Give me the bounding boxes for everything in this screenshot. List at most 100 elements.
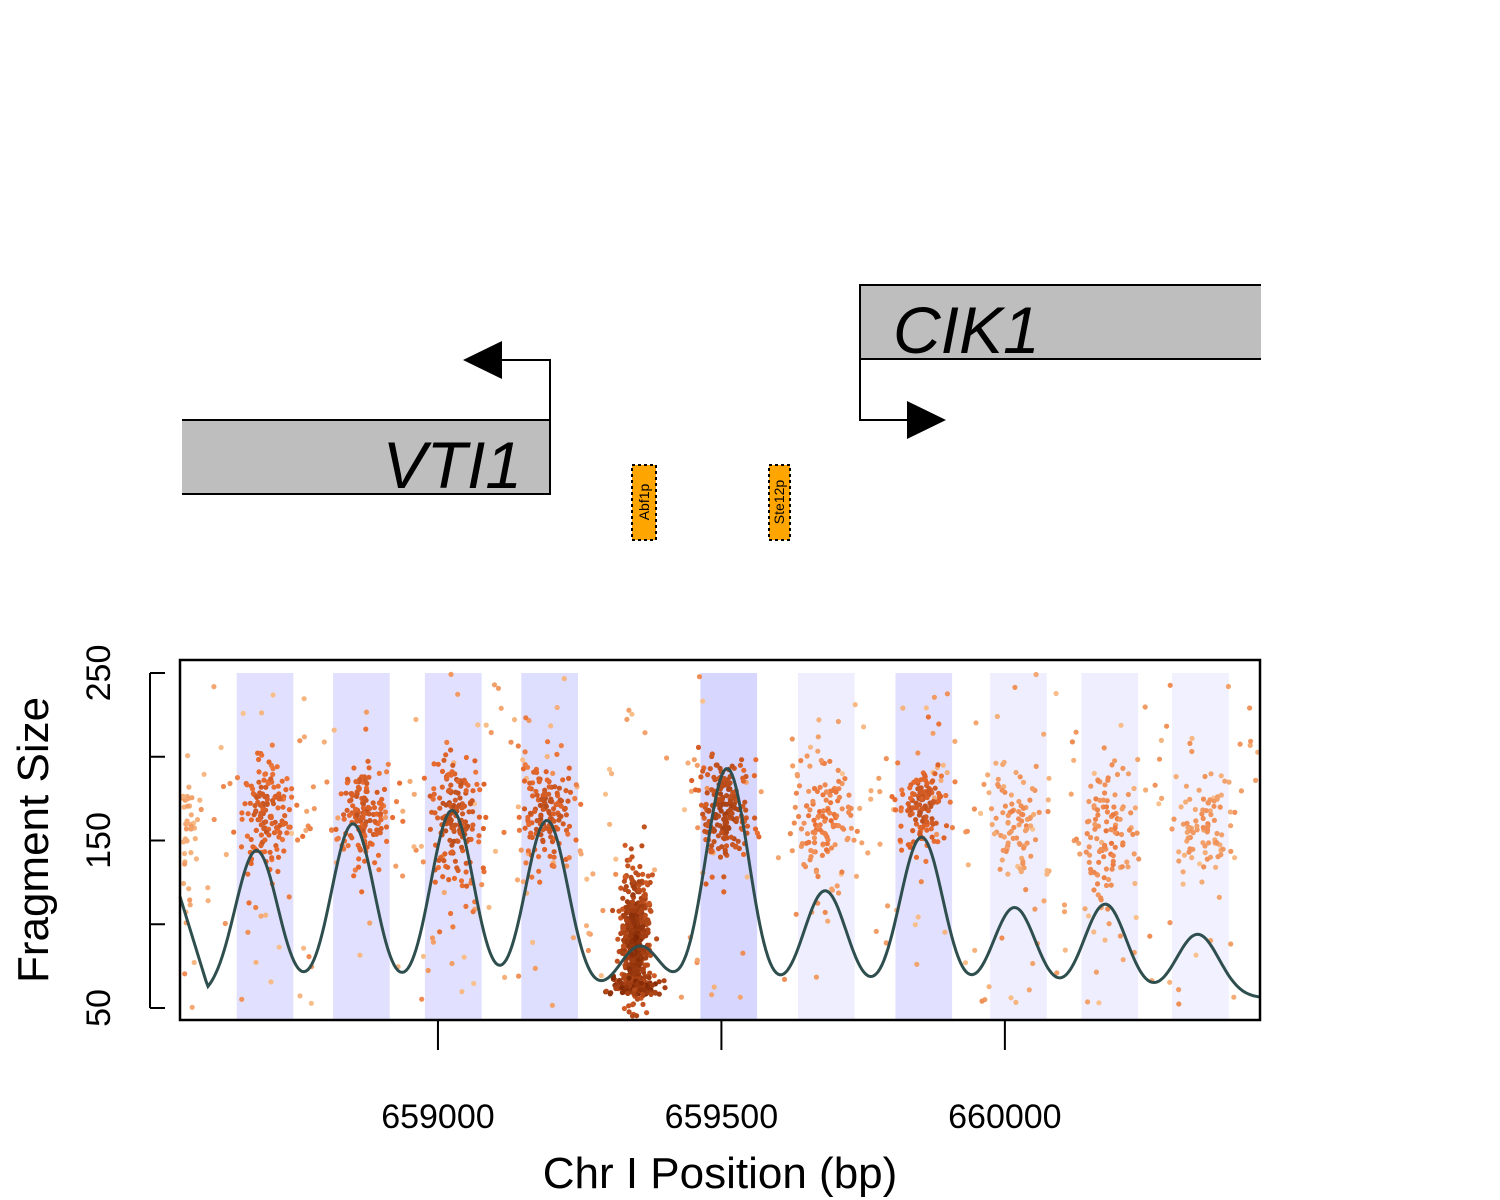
data-point-77 [900,705,906,711]
data-point-152 [185,753,191,759]
data-point-1959 [1001,759,1007,765]
data-point-2221 [642,974,648,980]
data-point-525 [300,833,306,840]
data-point-1885 [925,808,932,814]
data-point-95 [868,796,874,802]
data-point-1749 [817,784,823,790]
data-point-966 [516,827,523,833]
data-point-2 [1253,777,1259,784]
data-point-1292 [630,892,636,898]
data-point-643 [353,779,359,785]
data-point-339 [186,784,192,790]
data-point-287 [486,904,492,911]
data-point-818 [467,801,474,807]
data-point-1640 [718,808,724,814]
data-point-462 [279,778,285,784]
data-point-456 [268,815,274,821]
data-point-170 [1232,809,1238,816]
data-point-2151 [1205,800,1211,806]
data-point-1922 [900,791,906,798]
data-point-112 [678,994,685,1000]
data-point-2081 [1076,840,1082,846]
data-point-481 [265,780,271,787]
data-point-1547 [701,815,707,821]
data-point-1622 [715,833,722,839]
data-point-187 [357,952,363,958]
data-point-403 [261,777,267,783]
data-point-334 [188,812,194,818]
data-point-309 [1044,867,1050,874]
data-point-1854 [895,760,901,766]
data-point-921 [566,775,572,782]
data-point-644 [385,761,391,767]
data-point-1977 [1027,797,1033,803]
data-point-1746 [828,818,834,824]
data-point-1628 [698,774,704,780]
data-point-1648 [731,801,738,807]
data-point-2188 [1199,879,1205,885]
data-point-1297 [636,887,642,893]
data-point-1779 [787,831,794,837]
data-point-353 [186,795,192,801]
data-point-700 [448,910,454,917]
data-point-18 [609,771,615,777]
data-point-766 [468,836,474,843]
data-point-1921 [938,773,945,779]
data-point-1524 [704,790,710,796]
data-point-248 [1167,979,1173,985]
data-point-849 [554,751,560,758]
data-point-2166 [1204,856,1210,862]
data-point-1975 [999,787,1005,793]
data-point-211 [986,984,992,990]
data-point-206 [1142,704,1148,710]
data-point-54 [598,973,604,979]
data-point-2078 [1105,777,1111,783]
data-point-1660 [721,889,727,895]
data-point-123 [276,944,282,950]
data-point-804 [431,761,437,767]
data-point-1530 [751,773,758,779]
data-point-139 [688,788,695,794]
data-point-1236 [642,962,648,968]
data-point-65 [1008,995,1014,1001]
data-point-2153 [1180,881,1186,887]
data-point-2119 [1187,796,1193,802]
data-point-1670 [723,829,730,835]
data-point-1244 [620,895,626,901]
data-point-319 [694,762,700,768]
data-point-168 [205,885,211,891]
data-point-282 [1012,684,1018,691]
data-point-1706 [822,782,828,788]
data-point-1858 [923,814,929,820]
data-point-1149 [618,885,624,891]
data-point-1963 [997,866,1003,872]
data-point-480 [256,779,262,785]
data-point-2024 [1131,851,1137,857]
data-point-192 [455,691,461,697]
data-point-109 [1238,788,1244,794]
data-point-88 [420,953,427,960]
data-point-120 [461,954,467,960]
data-point-2285 [649,982,655,988]
data-point-1966 [1005,871,1011,877]
data-point-2278 [619,989,626,996]
data-point-199 [1176,1001,1182,1007]
data-point-1661 [737,762,744,768]
data-point-719 [441,757,447,763]
data-point-1561 [714,762,720,768]
data-point-138 [877,841,883,847]
data-point-2088 [1124,859,1130,865]
data-point-1334 [648,908,654,914]
data-point-800 [450,924,456,930]
data-point-2185 [1217,804,1223,810]
data-point-317 [1228,941,1234,947]
data-point-2211 [626,966,632,972]
data-point-1317 [651,973,657,979]
data-point-629 [349,835,355,841]
data-point-660 [448,782,454,788]
data-point-430 [258,832,264,838]
data-point-149 [492,848,499,854]
data-point-1834 [922,772,928,778]
data-point-1769 [830,787,836,794]
data-point-2044 [1104,819,1110,825]
